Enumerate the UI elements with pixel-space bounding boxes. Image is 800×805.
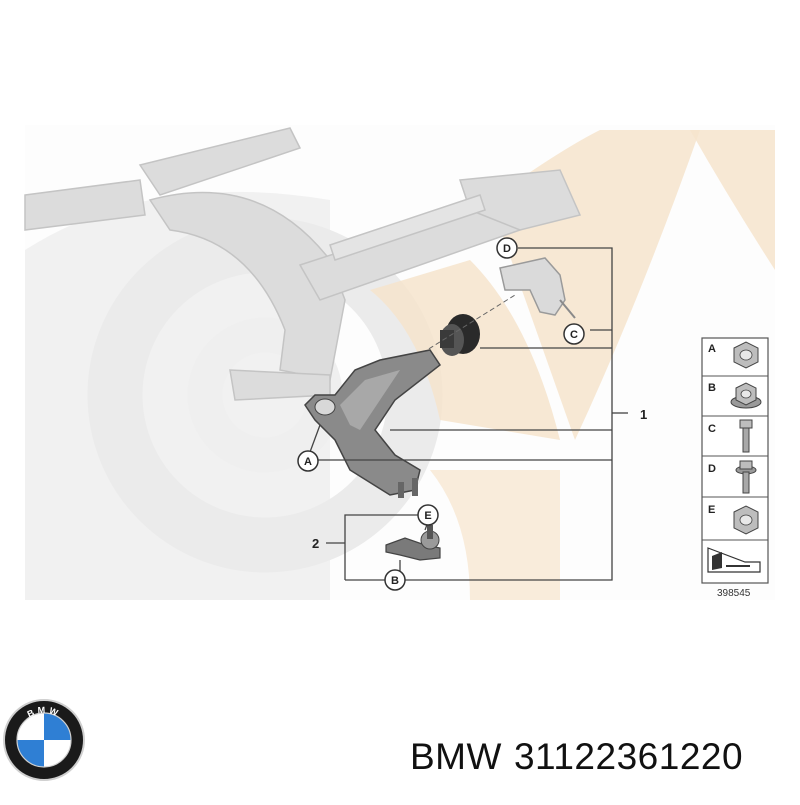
legend-letter-c: C	[708, 423, 716, 435]
svg-text:C: C	[570, 329, 578, 341]
callout-e: E	[417, 504, 439, 526]
part-number: 31122361220	[513, 736, 744, 777]
legend-letter-d: D	[708, 463, 716, 475]
flange-nut-icon	[730, 382, 762, 409]
lock-nut-icon	[733, 341, 759, 369]
callout-c: C	[563, 323, 585, 345]
callout-d: D	[496, 237, 518, 259]
ball-joint	[385, 525, 441, 561]
callout-b: B	[384, 569, 406, 591]
reference-arrow-icon	[707, 547, 761, 573]
svg-text:E: E	[424, 510, 431, 522]
legend-letter-b: B	[708, 382, 716, 394]
bolt-icon	[739, 419, 753, 453]
lock-nut-icon	[733, 505, 759, 535]
bushing-bracket	[499, 257, 576, 319]
rubber-bushing	[440, 314, 480, 356]
callout-a: A	[297, 450, 319, 472]
image-number: 398545	[717, 588, 751, 599]
legend-letter-e: E	[708, 504, 715, 516]
assembly-number-1: 1	[640, 407, 647, 422]
leader-lines	[309, 247, 628, 581]
flange-bolt-icon	[735, 460, 757, 494]
svg-text:B: B	[391, 575, 399, 587]
assembly-number-2: 2	[312, 536, 319, 551]
part-title: BMW 31122361220	[410, 736, 755, 778]
svg-text:D: D	[503, 243, 511, 255]
fastener-legend: A B C D E	[701, 337, 769, 584]
brand-name: BMW	[410, 736, 502, 777]
bmw-logo: BMW	[3, 699, 85, 781]
svg-text:A: A	[304, 456, 312, 468]
control-arm	[304, 349, 442, 498]
subframe	[24, 127, 582, 401]
legend-letter-a: A	[708, 343, 716, 355]
svg-text:BMW: BMW	[26, 705, 63, 719]
